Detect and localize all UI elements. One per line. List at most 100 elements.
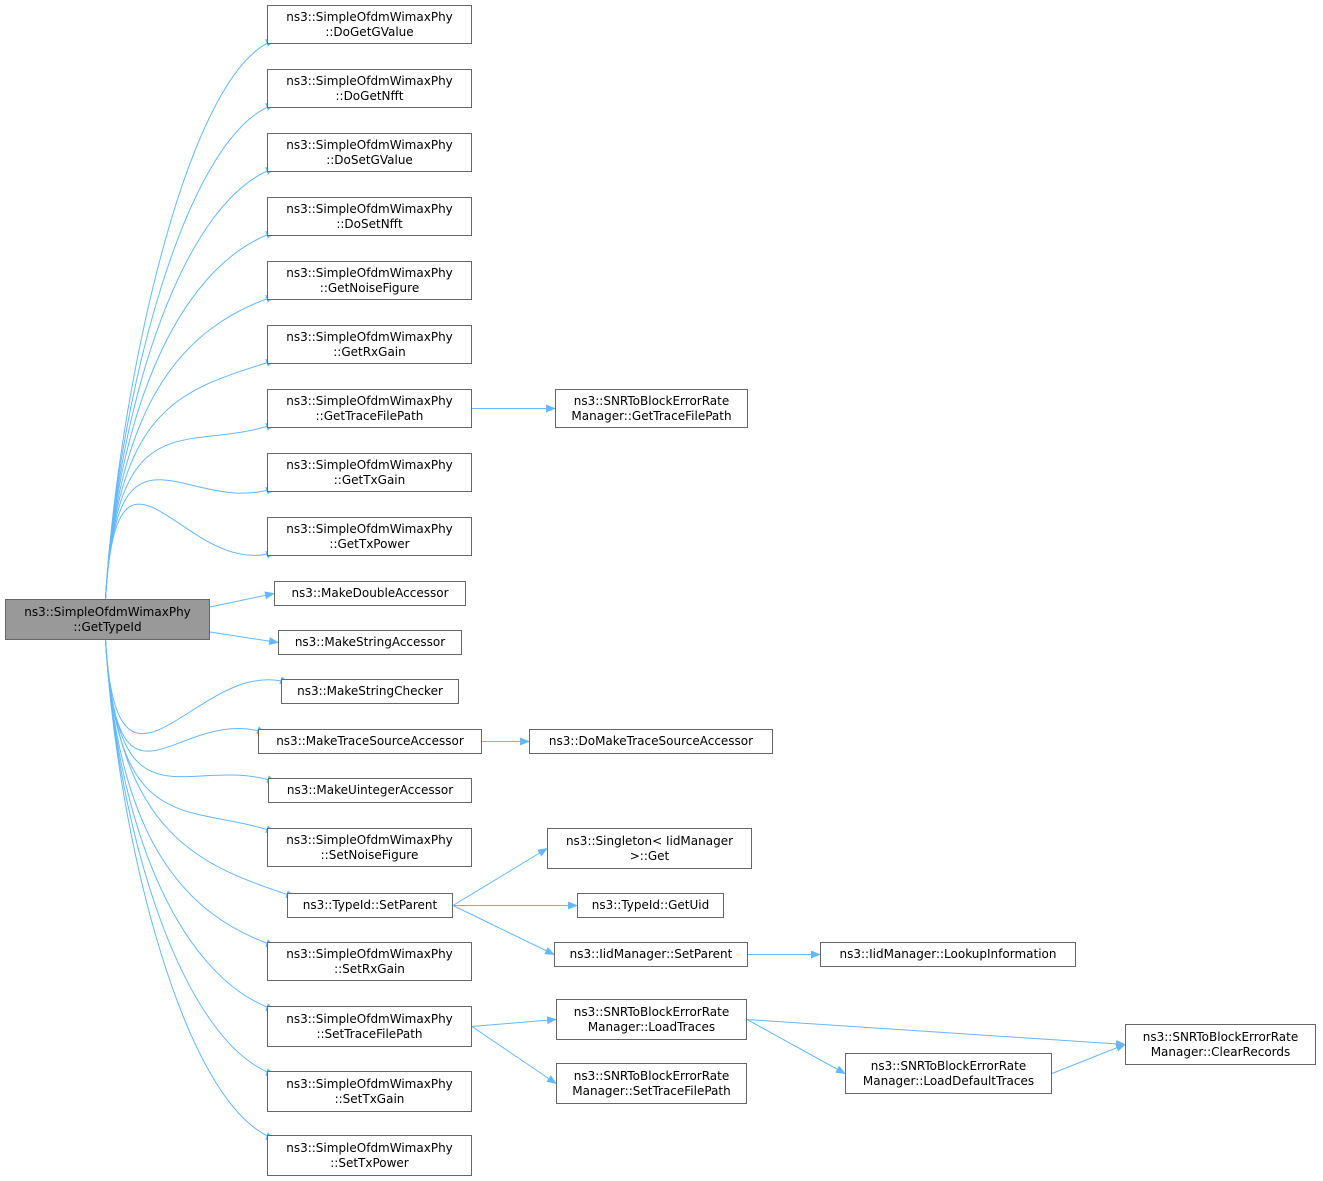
- node-do-make-trace-source-accessor[interactable]: ns3::DoMakeTraceSourceAccessor: [529, 729, 773, 754]
- node-get-noise-figure[interactable]: ns3::SimpleOfdmWimaxPhy::GetNoiseFigure: [267, 261, 472, 300]
- node-label-line: ns3::SNRToBlockErrorRate: [1142, 1029, 1299, 1044]
- node-set-tx-power[interactable]: ns3::SimpleOfdmWimaxPhy::SetTxPower: [267, 1135, 472, 1176]
- node-label-line: Manager::ClearRecords: [1150, 1044, 1291, 1059]
- node-label-line: ns3::SimpleOfdmWimaxPhy: [286, 393, 453, 408]
- node-type-id-get-uid[interactable]: ns3::TypeId::GetUid: [577, 893, 724, 918]
- node-make-string-accessor[interactable]: ns3::MakeStringAccessor: [278, 630, 462, 655]
- node-get-rx-gain[interactable]: ns3::SimpleOfdmWimaxPhy::GetRxGain: [267, 325, 472, 364]
- node-label-line: ns3::SNRToBlockErrorRate: [573, 393, 730, 408]
- node-label-line: ns3::SNRToBlockErrorRate: [870, 1058, 1027, 1073]
- node-label-line: ::DoGetNfft: [335, 88, 404, 103]
- node-label-line: ns3::Singleton< IidManager: [565, 833, 734, 848]
- node-label-line: ns3::TypeId::SetParent: [302, 898, 438, 912]
- node-label-line: ::GetTypeId: [73, 619, 142, 634]
- node-label-line: ns3::SimpleOfdmWimaxPhy: [286, 201, 453, 216]
- edge-root-to-set-rx-gain: [105, 639, 276, 947]
- node-set-trace-file-path[interactable]: ns3::SimpleOfdmWimaxPhy::SetTraceFilePat…: [267, 1006, 472, 1047]
- edge-root-to-set-noise-figure: [105, 639, 276, 833]
- edge-root-to-get-tx-gain: [105, 479, 276, 600]
- node-label-line: ns3::SimpleOfdmWimaxPhy: [24, 604, 191, 619]
- node-label-line: ::SetTraceFilePath: [316, 1026, 423, 1041]
- node-lookup-information[interactable]: ns3::IidManager::LookupInformation: [820, 942, 1076, 967]
- node-label-line: Manager::LoadTraces: [587, 1019, 716, 1034]
- node-label-line: Manager::LoadDefaultTraces: [862, 1073, 1035, 1088]
- node-label-line: >::Get: [629, 848, 670, 863]
- node-label-line: ns3::MakeDoubleAccessor: [291, 586, 449, 600]
- node-label-line: Manager::SetTraceFilePath: [572, 1083, 731, 1098]
- node-label-line: ns3::IidManager::SetParent: [569, 947, 733, 961]
- node-label-line: ns3::SimpleOfdmWimaxPhy: [286, 73, 453, 88]
- edge-type-id-set-parent-to-singleton-get: [452, 847, 548, 906]
- node-type-id-set-parent[interactable]: ns3::TypeId::SetParent: [287, 893, 453, 918]
- node-do-set-gvalue[interactable]: ns3::SimpleOfdmWimaxPhy::DoSetGValue: [267, 133, 472, 172]
- node-label-line: ns3::SimpleOfdmWimaxPhy: [286, 521, 453, 536]
- node-label-line: ::DoSetGValue: [326, 152, 413, 167]
- edge-load-default-traces-to-clear-records: [1051, 1044, 1126, 1074]
- node-label-line: ns3::SimpleOfdmWimaxPhy: [286, 329, 453, 344]
- node-label-line: ns3::MakeStringChecker: [297, 684, 443, 698]
- edge-root-to-do-set-nfft: [105, 231, 276, 600]
- node-label-line: ::SetTxPower: [330, 1155, 409, 1170]
- node-label-line: ns3::MakeTraceSourceAccessor: [276, 734, 464, 748]
- node-get-tx-power[interactable]: ns3::SimpleOfdmWimaxPhy::GetTxPower: [267, 517, 472, 556]
- edge-root-to-get-tx-power: [105, 503, 276, 600]
- node-label-line: ::DoGetGValue: [325, 24, 414, 39]
- edge-load-traces-to-clear-records: [746, 1019, 1126, 1048]
- edge-root-to-make-trace-source-accessor: [105, 639, 267, 752]
- node-label-line: Manager::GetTraceFilePath: [571, 408, 732, 423]
- node-label-line: ns3::SimpleOfdmWimaxPhy: [286, 832, 453, 847]
- edge-root-to-get-noise-figure: [105, 295, 276, 600]
- edge-root-to-do-set-gvalue: [105, 167, 276, 600]
- node-label-line: ns3::MakeStringAccessor: [294, 635, 446, 649]
- node-do-set-nfft[interactable]: ns3::SimpleOfdmWimaxPhy::DoSetNfft: [267, 197, 472, 236]
- edge-root-to-do-get-nfft: [105, 103, 276, 600]
- edge-set-trace-file-path-to-snr-set-trace-file-path: [471, 1026, 557, 1085]
- node-label-line: ns3::SimpleOfdmWimaxPhy: [286, 946, 453, 961]
- node-label-line: ::SetTxGain: [334, 1091, 405, 1106]
- node-label-line: ::GetTxPower: [329, 536, 410, 551]
- node-label-line: ::SetNoiseFigure: [320, 847, 419, 862]
- node-get-trace-file-path[interactable]: ns3::SimpleOfdmWimaxPhy::GetTraceFilePat…: [267, 389, 472, 428]
- node-label-line: ::GetRxGain: [333, 344, 406, 359]
- node-make-uinteger-accessor[interactable]: ns3::MakeUintegerAccessor: [268, 778, 472, 803]
- node-do-get-gvalue[interactable]: ns3::SimpleOfdmWimaxPhy::DoGetGValue: [267, 5, 472, 44]
- node-label-line: ns3::TypeId::GetUid: [591, 898, 710, 912]
- node-label-line: ns3::MakeUintegerAccessor: [286, 783, 454, 797]
- node-label-line: ::GetNoiseFigure: [319, 280, 420, 295]
- node-label-line: ns3::SimpleOfdmWimaxPhy: [286, 1011, 453, 1026]
- node-make-trace-source-accessor[interactable]: ns3::MakeTraceSourceAccessor: [258, 729, 482, 754]
- node-label-line: ::SetRxGain: [334, 961, 405, 976]
- node-label-line: ns3::SimpleOfdmWimaxPhy: [286, 457, 453, 472]
- node-make-double-accessor[interactable]: ns3::MakeDoubleAccessor: [274, 581, 466, 606]
- node-label-line: ns3::SimpleOfdmWimaxPhy: [286, 265, 453, 280]
- edge-layer: [105, 39, 1126, 1140]
- node-label-line: ns3::DoMakeTraceSourceAccessor: [548, 734, 754, 748]
- node-set-noise-figure[interactable]: ns3::SimpleOfdmWimaxPhy::SetNoiseFigure: [267, 828, 472, 867]
- node-singleton-get[interactable]: ns3::Singleton< IidManager>::Get: [547, 828, 752, 869]
- edge-root-to-type-id-set-parent: [105, 639, 296, 898]
- edge-root-to-set-tx-power: [105, 639, 276, 1140]
- node-set-tx-gain[interactable]: ns3::SimpleOfdmWimaxPhy::SetTxGain: [267, 1071, 472, 1112]
- edge-root-to-get-rx-gain: [105, 359, 276, 600]
- node-get-tx-gain[interactable]: ns3::SimpleOfdmWimaxPhy::GetTxGain: [267, 453, 472, 492]
- edge-root-to-get-trace-file-path: [105, 423, 276, 600]
- node-do-get-nfft[interactable]: ns3::SimpleOfdmWimaxPhy::DoGetNfft: [267, 69, 472, 108]
- edge-load-traces-to-load-default-traces: [746, 1019, 846, 1074]
- node-make-string-checker[interactable]: ns3::MakeStringChecker: [281, 679, 459, 704]
- edge-root-to-do-get-gvalue: [105, 39, 276, 600]
- edge-root-to-make-double-accessor: [209, 591, 275, 608]
- node-set-rx-gain[interactable]: ns3::SimpleOfdmWimaxPhy::SetRxGain: [267, 942, 472, 981]
- edge-type-id-set-parent-to-iid-set-parent: [452, 905, 555, 955]
- node-label-line: ns3::SimpleOfdmWimaxPhy: [286, 137, 453, 152]
- node-iid-set-parent[interactable]: ns3::IidManager::SetParent: [554, 942, 748, 967]
- node-label-line: ns3::SNRToBlockErrorRate: [573, 1004, 730, 1019]
- edge-root-to-make-string-accessor: [209, 631, 279, 646]
- node-label-line: ::DoSetNfft: [336, 216, 403, 231]
- node-label-line: ::GetTraceFilePath: [315, 408, 424, 423]
